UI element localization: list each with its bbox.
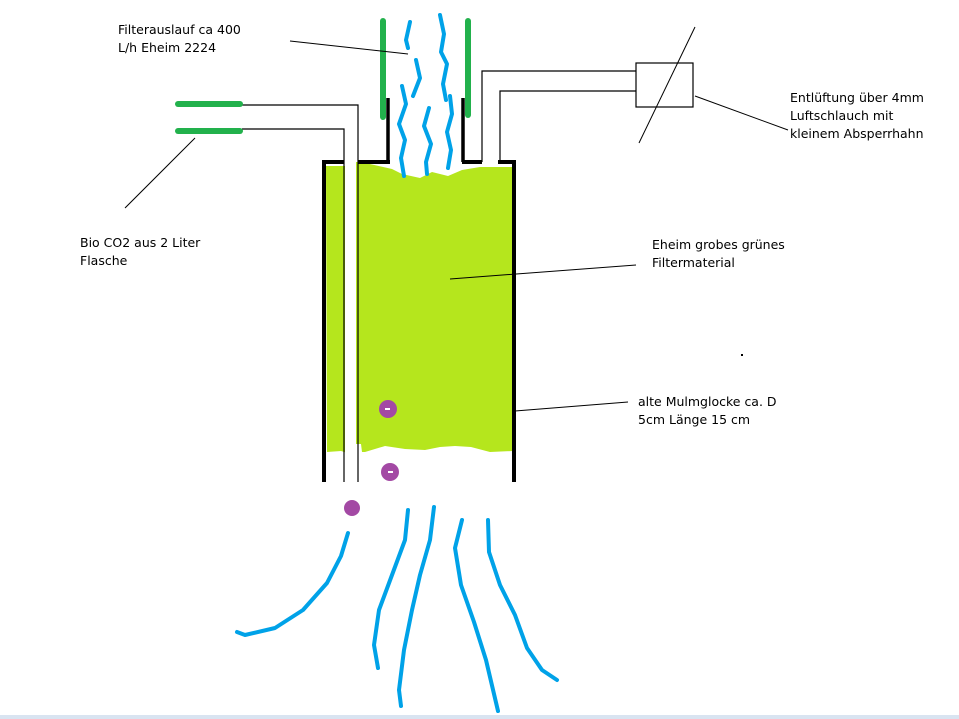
vent-tube-inner [499, 90, 636, 162]
co2-tube [242, 104, 359, 482]
co2-label-line1: Bio CO2 aus 2 Liter [80, 235, 201, 250]
leader-lines [124, 40, 789, 412]
canvas-bottom-edge [0, 715, 959, 719]
water-top-5 [422, 106, 433, 176]
water-flow [235, 13, 559, 713]
stray-dot [741, 354, 743, 356]
bubble-highlights [385, 408, 393, 473]
leader-filter-outlet [289, 40, 409, 55]
venting-label-line1: Entlüftung über 4mm [790, 90, 924, 105]
co2-label: Bio CO2 aus 2 Liter Flasche [80, 234, 200, 270]
water-top-4 [397, 84, 408, 178]
co2-tube-channel [345, 162, 356, 482]
filter-material-label-line2: Filtermaterial [652, 255, 735, 270]
vent-tube [481, 70, 636, 162]
co2-bubble [344, 500, 360, 516]
water-bottom-5 [486, 518, 559, 682]
water-bottom-4 [453, 518, 500, 713]
filter-outlet-label-line2: L/h Eheim 2224 [118, 40, 217, 55]
filter-material-fill [326, 162, 513, 455]
water-bottom-1 [235, 531, 350, 637]
water-bottom-3 [397, 505, 436, 708]
water-bottom-2 [372, 508, 410, 670]
water-top-2 [438, 13, 449, 102]
leader-material [449, 264, 637, 280]
outlet-pipe [386, 98, 465, 162]
mulm-bell-label-line2: 5cm Länge 15 cm [638, 412, 751, 427]
leader-bell [514, 401, 629, 412]
container-left-wall [322, 160, 344, 482]
bubble-highlight [385, 408, 390, 410]
container-right-wall [498, 160, 516, 482]
mulm-bell-container [322, 160, 516, 482]
vent-tube-outer [481, 70, 636, 162]
filter-material-label-line1: Eheim grobes grünes [652, 237, 785, 252]
co2-tube-outer [242, 104, 359, 482]
mulm-bell-label-line1: alte Mulmglocke ca. D [638, 394, 777, 409]
venting-label-line2: Luftschlauch mit [790, 108, 894, 123]
venting-label: Entlüftung über 4mm Luftschlauch mit kle… [790, 89, 924, 143]
hoses [175, 18, 471, 134]
bubble-highlight [388, 471, 393, 473]
water-top-3 [411, 58, 422, 98]
co2-label-line2: Flasche [80, 253, 128, 268]
leader-vent [694, 95, 789, 131]
water-top-1 [404, 20, 412, 50]
shutoff-valve-box [635, 62, 694, 108]
filter-material-label: Eheim grobes grünes Filtermaterial [652, 236, 785, 272]
filter-outlet-label: Filterauslauf ca 400 L/h Eheim 2224 [118, 21, 241, 57]
water-top-6 [445, 94, 454, 170]
co2-tube-inner [242, 128, 345, 482]
venting-label-line3: kleinem Absperrhahn [790, 126, 924, 141]
filter-outlet-label-line1: Filterauslauf ca 400 [118, 22, 241, 37]
mulm-bell-label: alte Mulmglocke ca. D 5cm Länge 15 cm [638, 393, 777, 429]
valve-strike-line [638, 26, 696, 144]
leader-co2 [124, 137, 196, 209]
